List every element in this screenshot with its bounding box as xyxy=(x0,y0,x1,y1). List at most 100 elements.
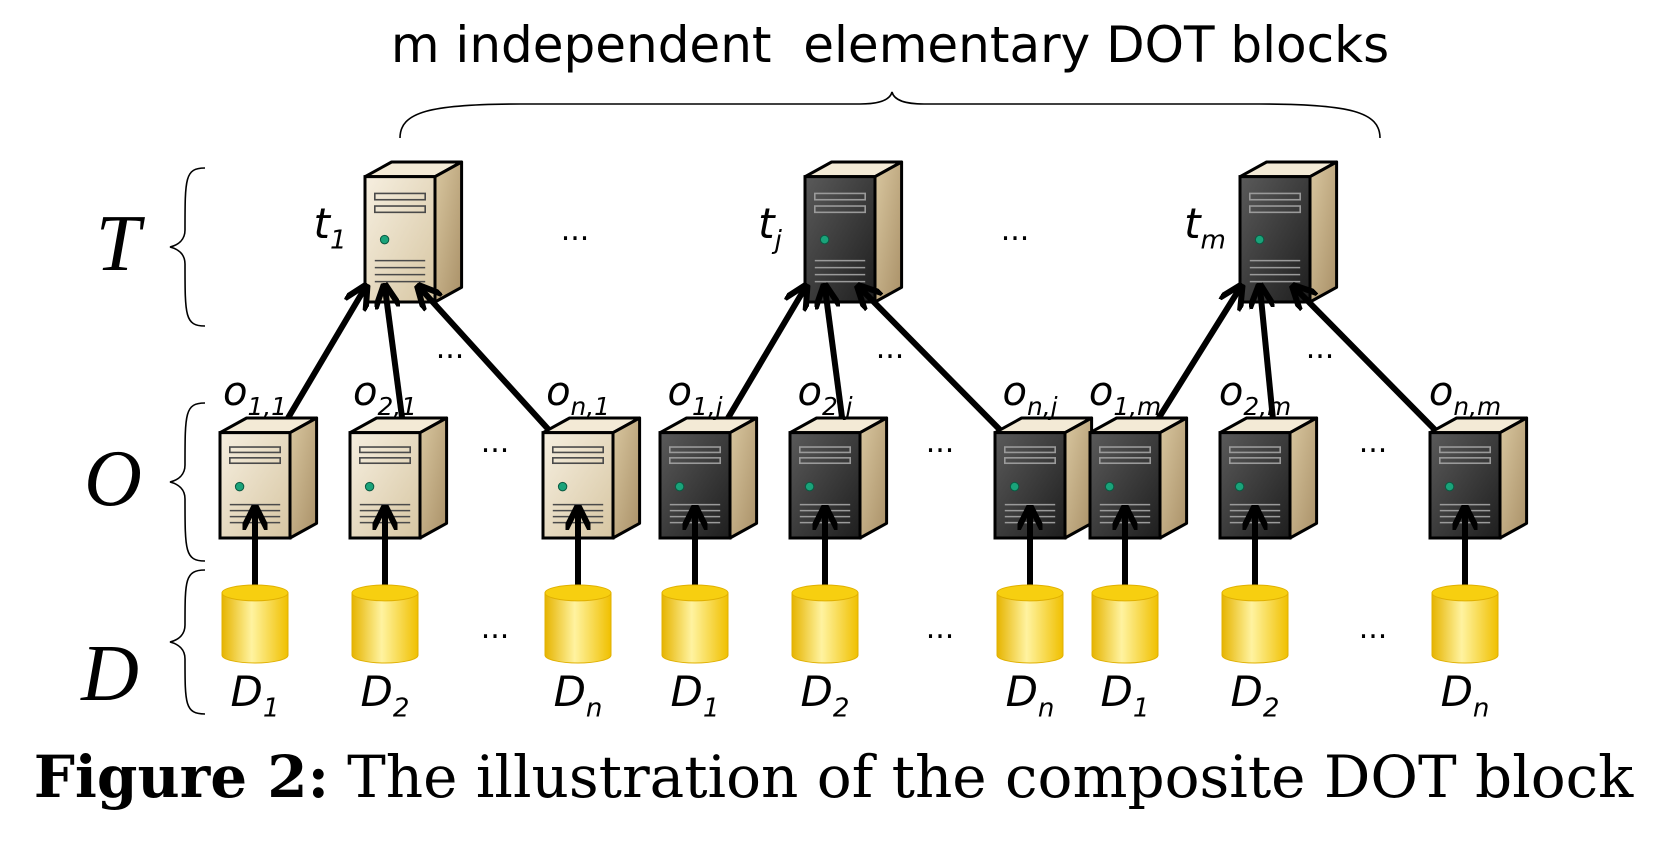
dot-block-2-owner-server-1 xyxy=(658,416,759,540)
ellipsis-top-2: ... xyxy=(1001,213,1030,248)
dot-block-3-arrow-owner-3 xyxy=(1295,288,1448,443)
dot-block-3-dataset-label-1: D1 xyxy=(1101,667,1150,722)
caption-label: Figure 2: xyxy=(33,743,330,811)
dot-block-2-dataset-label-1: D1 xyxy=(671,667,720,722)
dot-block-3-ellipsis-arrows: ... xyxy=(1306,331,1335,366)
dot-block-2-database-3 xyxy=(996,584,1064,664)
dot-block-3-owner-server-2 xyxy=(1218,416,1319,540)
dot-block-1-ellipsis-owners: ... xyxy=(481,425,510,460)
dot-block-3-arrow-owner-1 xyxy=(1142,288,1240,442)
dot-block-3-owner-label-1-subscript: 1,m xyxy=(1113,392,1161,421)
dot-block-3-owner-label-3-subscript: n,m xyxy=(1453,392,1501,421)
svg-text:O: O xyxy=(84,435,142,523)
layer-label-T: T xyxy=(96,200,146,288)
layer-brace-D xyxy=(169,569,206,715)
layer-brace-T xyxy=(169,167,206,327)
dot-block-3-ellipsis-owners: ... xyxy=(1359,425,1388,460)
composite-dot-diagram: m independent elementary DOT blocks T O … xyxy=(80,16,1529,722)
dot-block-3-dataset-label-3-subscript: n xyxy=(1473,694,1490,723)
dot-block-2-owner-label-1: o1,j xyxy=(667,369,722,421)
dot-block-1-owner-label-1-subscript: 1,1 xyxy=(248,392,287,421)
dot-block-1-ellipsis-datasets: ... xyxy=(481,611,510,646)
dot-block-3-owner-label-2-subscript: 2,m xyxy=(1243,392,1291,421)
dot-block-1-dataset-label-1-subscript: 1 xyxy=(263,694,280,723)
figure-caption: Figure 2:The illustration of the composi… xyxy=(0,722,1667,832)
dot-block-2-owner-server-3 xyxy=(993,416,1094,540)
dot-block-3-owner-label-2-base: o xyxy=(1219,369,1243,415)
dot-block-2-arrow-owner-2 xyxy=(825,288,848,441)
dot-block-3-owner-label-1: o1,m xyxy=(1089,369,1161,421)
dot-block-3-database-2 xyxy=(1221,584,1289,664)
dot-block-2-owner-label-2: o2,j xyxy=(797,369,852,421)
dot-block-2-top-label-base: t xyxy=(758,199,776,248)
dot-block-3-dataset-label-3-base: D xyxy=(1441,667,1473,716)
dot-block-3-dataset-label-1-base: D xyxy=(1101,667,1133,716)
dot-block-2-owner-label-3-subscript: n,j xyxy=(1027,392,1058,421)
dot-block-2-owner-label-1-base: o xyxy=(667,369,691,415)
dot-block-3-database-1 xyxy=(1091,584,1159,664)
dot-block-3-arrow-owner-2 xyxy=(1260,288,1278,441)
dot-block-1-arrow-owner-3 xyxy=(420,288,561,443)
dot-block-1-database-1 xyxy=(221,584,289,664)
dot-block-2-dataset-label-1-subscript: 1 xyxy=(703,694,720,723)
svg-text:D: D xyxy=(80,630,139,718)
dot-block-2-dataset-label-3: Dn xyxy=(1006,667,1055,722)
dot-block-1-top-server xyxy=(363,160,464,304)
diagram-title: m independent elementary DOT blocks xyxy=(391,16,1389,74)
dot-block-2-dataset-label-2-subscript: 2 xyxy=(833,694,850,723)
dot-block-1-dataset-label-2: D2 xyxy=(361,667,410,722)
ellipsis-top-1: ... xyxy=(561,213,590,248)
dot-block-2-database-1 xyxy=(661,584,729,664)
dot-block-2-top-label-subscript: j xyxy=(772,226,783,256)
dot-block-1-dataset-label-1-base: D xyxy=(231,667,263,716)
layer-label-O: O xyxy=(84,435,142,523)
caption-text: The illustration of the composite DOT bl… xyxy=(347,743,1634,811)
dot-block-2-owner-label-3: on,j xyxy=(1003,369,1058,421)
dot-block-1-dataset-label-3-base: D xyxy=(554,667,586,716)
dot-block-2-arrow-owner-3 xyxy=(860,288,1013,443)
dot-block-2-top-label: tj xyxy=(758,199,782,256)
top-brace xyxy=(399,91,1381,139)
dot-block-2-owner-label-1-subscript: 1,j xyxy=(692,392,723,421)
dot-block-1-database-3 xyxy=(544,584,612,664)
dot-block-1-owner-label-2: o2,1 xyxy=(353,369,417,421)
dot-block-1-ellipsis-arrows: ... xyxy=(436,331,465,366)
dot-block-1-owner-label-3-subscript: n,1 xyxy=(571,392,610,421)
dot-block-2-arrow-owner-1 xyxy=(712,288,805,442)
dot-block-2-owner-server-2 xyxy=(788,416,889,540)
dot-block-3-dataset-label-3: Dn xyxy=(1441,667,1490,722)
dot-block-1-dataset-label-1: D1 xyxy=(231,667,280,722)
dot-block-3-top-label-base: t xyxy=(1184,199,1202,248)
dot-block-1-top-label-base: t xyxy=(313,199,331,248)
layer-label-D: D xyxy=(80,630,139,718)
dot-block-1-dataset-label-3: Dn xyxy=(554,667,603,722)
dot-block-2-dataset-label-2: D2 xyxy=(801,667,850,722)
dot-block-1-database-2 xyxy=(351,584,419,664)
dot-block-1-arrow-owner-1 xyxy=(272,288,365,442)
dot-block-3-owner-label-1-base: o xyxy=(1089,369,1113,415)
dot-block-1-owner-label-1: o1,1 xyxy=(223,369,287,421)
dot-block-2-ellipsis-arrows: ... xyxy=(876,331,905,366)
dot-block-3-dataset-label-2: D2 xyxy=(1231,667,1280,722)
dot-block-3-owner-label-2: o2,m xyxy=(1219,369,1291,421)
dot-block-3-database-3 xyxy=(1431,584,1499,664)
svg-text:T: T xyxy=(96,200,146,288)
dot-block-2-owner-label-3-base: o xyxy=(1003,369,1027,415)
dot-block-2-owner-label-2-base: o xyxy=(797,369,821,415)
dot-block-2-ellipsis-datasets: ... xyxy=(926,611,955,646)
dot-block-3-owner-label-3-base: o xyxy=(1429,369,1453,415)
dot-block-1-owner-label-2-base: o xyxy=(353,369,377,415)
dot-block-1-arrow-owner-2 xyxy=(385,288,408,441)
dot-block-1-top-label: t1 xyxy=(313,199,346,256)
dot-block-2-dataset-label-2-base: D xyxy=(801,667,833,716)
dot-block-3-owner-server-3 xyxy=(1428,416,1529,540)
dot-block-2-owner-label-2-subscript: 2,j xyxy=(822,392,853,421)
dot-block-1-top-label-subscript: 1 xyxy=(330,226,347,256)
dot-blocks: t1o1,1D1o2,1D2on,1Dn.........tjo1,jD1o2,… xyxy=(218,160,1529,722)
dot-block-2-dataset-label-3-subscript: n xyxy=(1038,694,1055,723)
dot-block-3-dataset-label-1-subscript: 1 xyxy=(1133,694,1150,723)
dot-block-3-top-label: tm xyxy=(1184,199,1226,256)
dot-block-3-top-label-subscript: m xyxy=(1201,226,1226,256)
dot-block-1-owner-server-3 xyxy=(541,416,642,540)
layer-brace-O xyxy=(169,402,206,562)
